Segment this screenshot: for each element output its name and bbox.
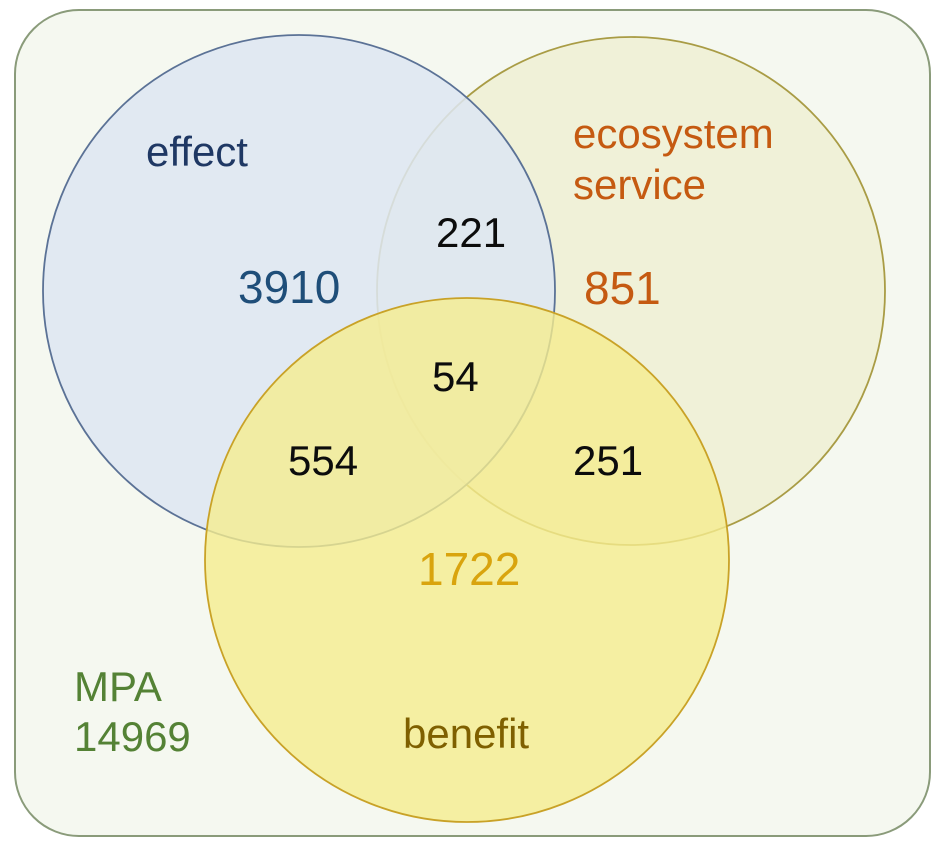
circle-benefit xyxy=(204,297,730,823)
